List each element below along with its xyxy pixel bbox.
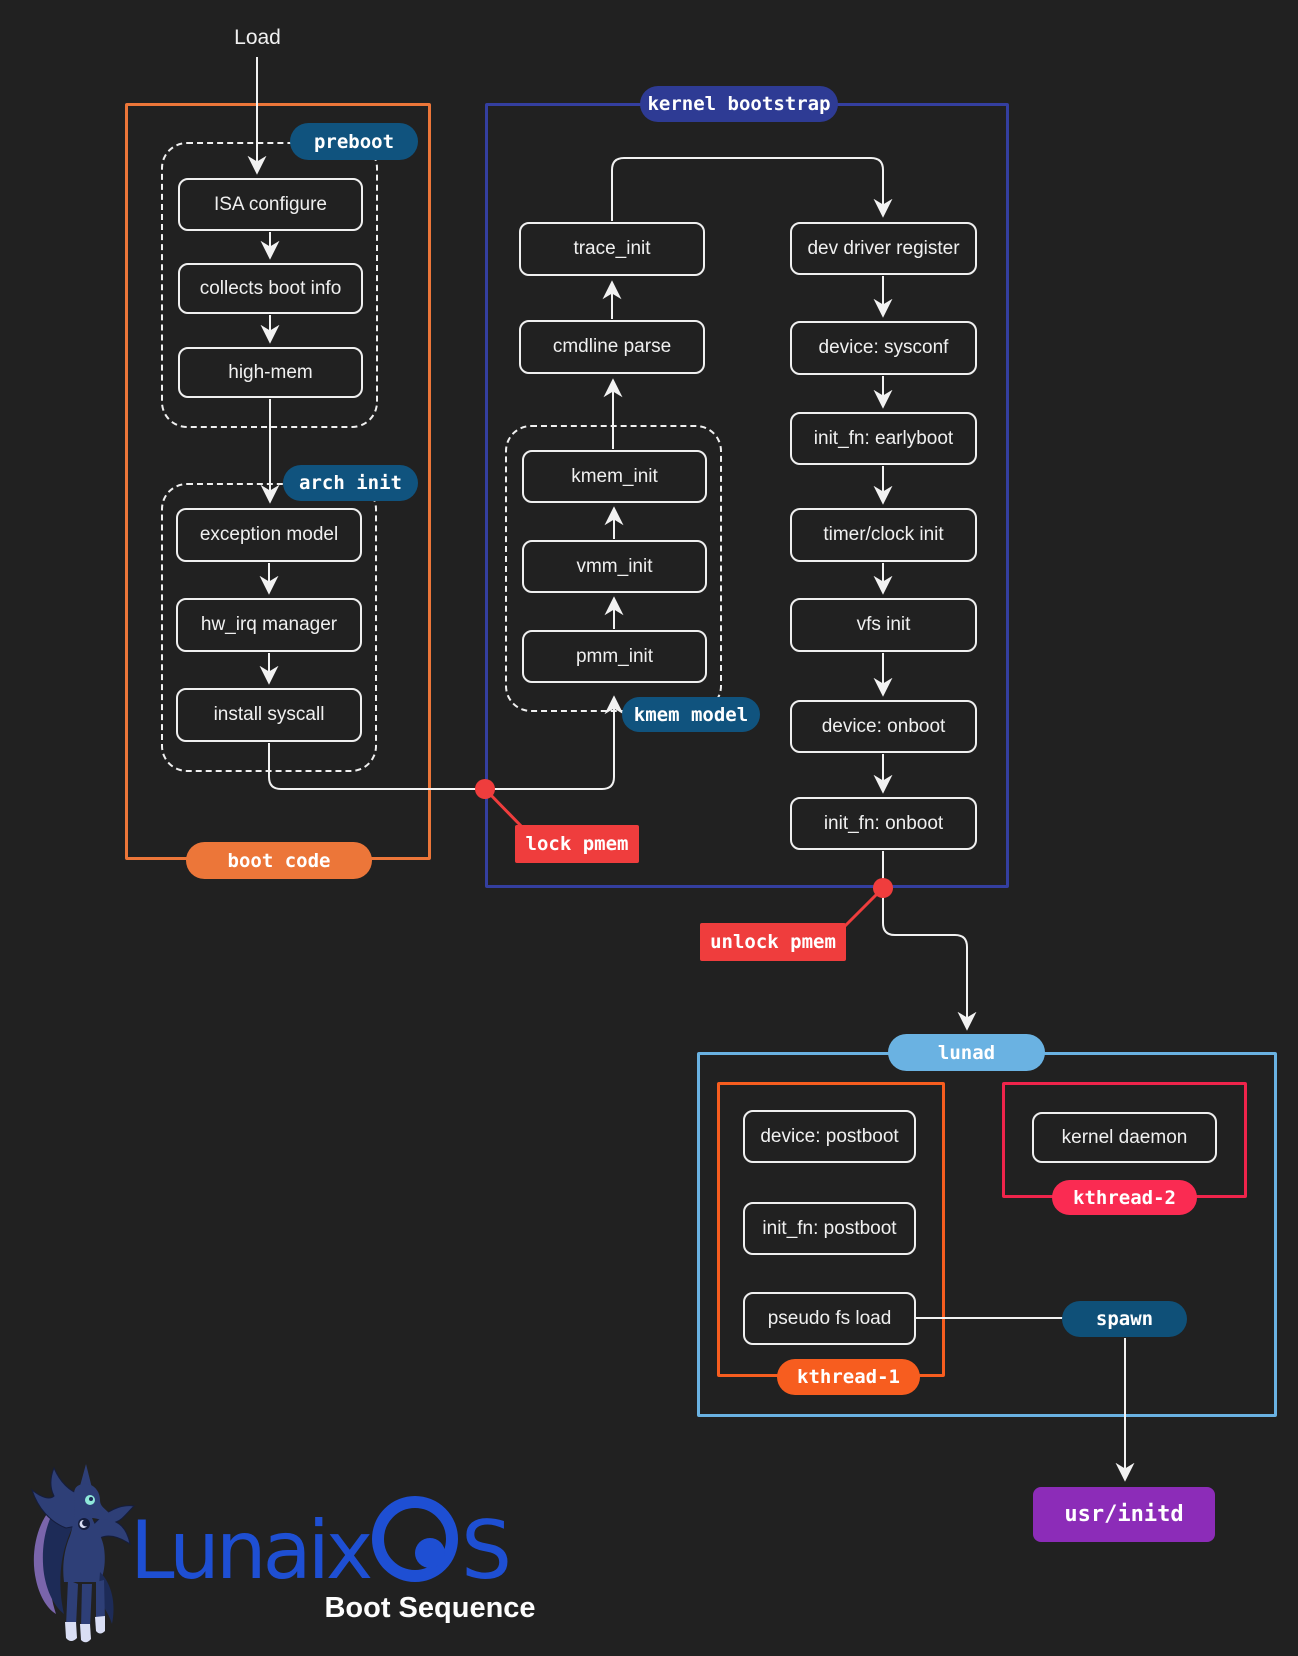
luna-pony-logo-icon	[30, 1464, 136, 1643]
preboot-stage-pill: preboot	[290, 123, 418, 160]
node-collects-boot-info: collects boot info	[178, 263, 363, 314]
node-vfs-init: vfs init	[790, 598, 977, 652]
unlock-pmem-tag: unlock pmem	[700, 923, 846, 961]
spawn-pill: spawn	[1062, 1301, 1187, 1337]
brand-text-lunaix: Lunaix	[130, 1504, 373, 1597]
boot-code-group-pill: boot code	[186, 842, 372, 879]
brand-moon-o-icon	[372, 1496, 459, 1582]
diagram-caption: Boot Sequence	[324, 1592, 536, 1624]
node-high-mem: high-mem	[178, 347, 363, 398]
kthread1-group-pill: kthread-1	[777, 1359, 920, 1395]
lunad-group-pill: lunad	[888, 1034, 1045, 1071]
node-exception-model: exception model	[176, 508, 362, 562]
node-pseudo-fs-load: pseudo fs load	[743, 1292, 916, 1345]
node-pmm-init: pmm_init	[522, 630, 707, 683]
node-vmm-init: vmm_init	[522, 540, 707, 593]
node-device-postboot: device: postboot	[743, 1110, 916, 1163]
node-device-sysconf: device: sysconf	[790, 321, 977, 375]
node-dev-driver-register: dev driver register	[790, 222, 977, 275]
node-trace-init: trace_init	[519, 222, 705, 276]
node-init-fn-postboot: init_fn: postboot	[743, 1202, 916, 1255]
load-label: Load	[234, 26, 281, 49]
node-timer-clock-init: timer/clock init	[790, 508, 977, 562]
kthread2-group-pill: kthread-2	[1052, 1180, 1197, 1215]
node-cmdline-parse: cmdline parse	[519, 320, 705, 374]
kmem-model-stage-pill: kmem model	[622, 697, 760, 732]
usr-initd-box: usr/initd	[1033, 1487, 1215, 1542]
node-kmem-init: kmem_init	[522, 450, 707, 503]
arch-init-stage-pill: arch init	[283, 465, 418, 501]
kernel-bootstrap-group-pill: kernel bootstrap	[640, 86, 838, 122]
node-device-onboot: device: onboot	[790, 700, 977, 753]
lock-pmem-tag: lock pmem	[515, 825, 639, 863]
node-install-syscall: install syscall	[176, 688, 362, 742]
brand-text-s: S	[461, 1504, 512, 1597]
node-init-fn-earlyboot: init_fn: earlyboot	[790, 412, 977, 465]
node-kernel-daemon: kernel daemon	[1032, 1112, 1217, 1163]
node-isa-configure: ISA configure	[178, 178, 363, 231]
node-init-fn-onboot: init_fn: onboot	[790, 797, 977, 850]
node-hw-irq-manager: hw_irq manager	[176, 598, 362, 652]
